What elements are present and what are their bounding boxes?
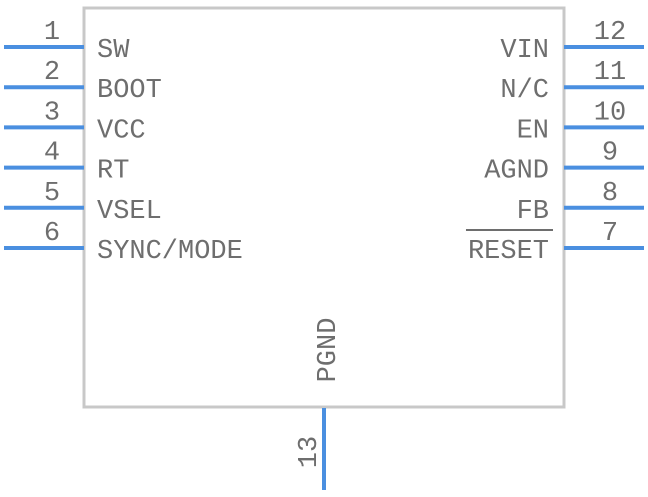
pin-number: 2 [44,58,60,88]
pin-number: 3 [44,98,60,128]
pin-label: RESET [468,237,549,267]
pin-label: N/C [500,76,549,106]
pin-number: 8 [602,179,618,209]
pin-4: 4RT [4,139,129,187]
pin-label: VIN [500,36,549,66]
pin-number: 12 [594,18,626,48]
pin-1: 1SW [4,18,130,66]
pin-8: 8FB [517,179,644,227]
pin-13-number: 13 [295,436,325,468]
pin-number: 11 [594,58,626,88]
pin-label: EN [517,116,549,146]
pin-label: RT [97,157,129,187]
pin-label: AGND [484,157,549,187]
pin-number: 7 [602,219,618,249]
pin-label: SW [97,36,130,66]
pin-label: FB [517,197,549,227]
pin-number: 9 [602,139,618,169]
pin-11: 11N/C [500,58,644,106]
pin-number: 1 [44,18,60,48]
center-label: PGND [314,318,344,383]
pin-label: VSEL [97,197,162,227]
pin-label: BOOT [97,76,162,106]
pin-number: 4 [44,139,60,169]
pin-label: VCC [97,116,146,146]
pin-number: 10 [594,98,626,128]
pin-number: 5 [44,179,60,209]
pin-number: 6 [44,219,60,249]
pin-label: SYNC/MODE [97,237,243,267]
